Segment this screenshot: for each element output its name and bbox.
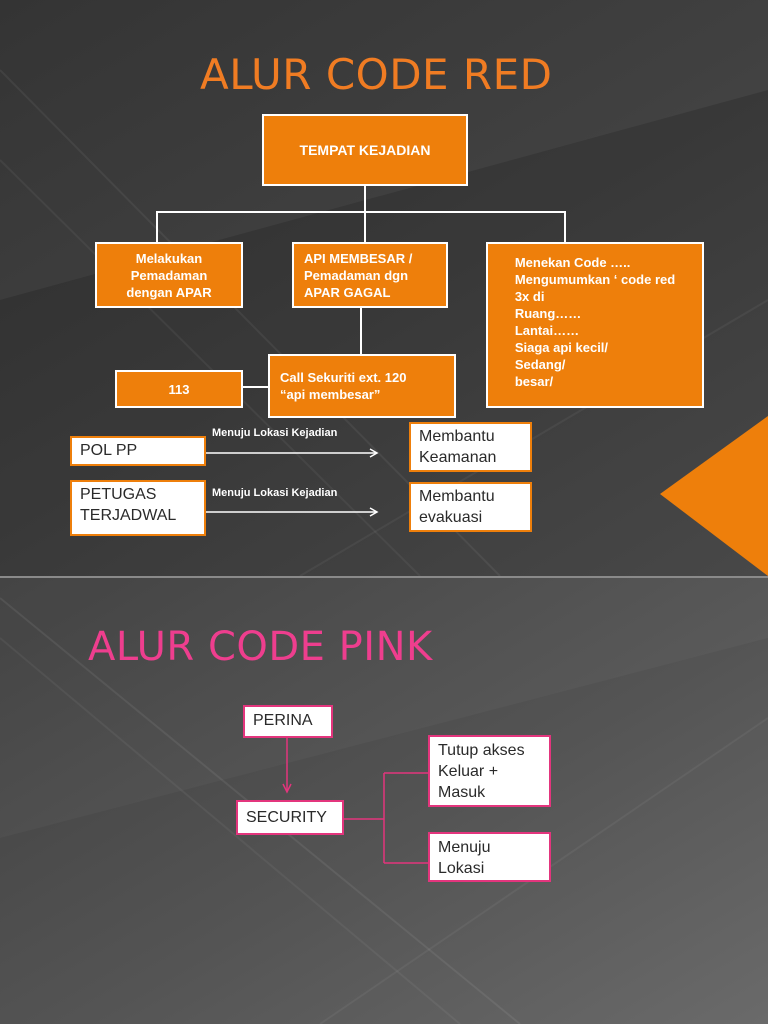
connector-line — [364, 211, 366, 242]
box-perina: PERINA — [243, 705, 333, 738]
box-menekan-code: Menekan Code ….. Mengumumkan ‘ code red … — [486, 242, 704, 408]
box-tutup-akses: Tutup akses Keluar + Masuk — [428, 735, 551, 807]
box-label: 113 — [168, 381, 190, 397]
connector-line — [156, 211, 158, 242]
connector-line — [364, 186, 366, 212]
slide-code-pink: ALUR CODE PINK PERINA SECURITY Tutup aks… — [0, 578, 768, 1024]
box-melakukan-pemadaman: Melakukan Pemadaman dengan APAR — [95, 242, 243, 308]
box-security: SECURITY — [236, 800, 344, 835]
connector-line — [564, 211, 566, 242]
box-api-membesar: API MEMBESAR / Pemadaman dgn APAR GAGAL — [292, 242, 448, 308]
box-label: Melakukan Pemadaman dengan APAR — [126, 250, 212, 300]
connector-line — [360, 308, 362, 354]
box-label: Call Sekuriti ext. 120 “api membesar” — [280, 370, 407, 402]
arrow-label: Menuju Lokasi Kejadian — [212, 487, 338, 499]
box-membantu-keamanan: Membantu Keamanan — [409, 422, 532, 472]
box-label: TEMPAT KEJADIAN — [299, 141, 431, 158]
connector-line — [156, 211, 566, 213]
box-pol-pp: POL PP — [70, 436, 206, 466]
box-tempat-kejadian: TEMPAT KEJADIAN — [262, 114, 468, 186]
slide-code-red: ALUR CODE RED TEMPAT KEJADIAN Melakukan … — [0, 0, 768, 576]
box-label: API MEMBESAR / Pemadaman dgn APAR GAGAL — [304, 251, 413, 300]
page-title: ALUR CODE RED — [200, 50, 553, 99]
arrow-label: Menuju Lokasi Kejadian — [212, 427, 338, 439]
box-menuju-lokasi: Menuju Lokasi — [428, 832, 551, 882]
box-ext-113: 113 — [115, 370, 243, 408]
box-petugas-terjadwal: PETUGAS TERJADWAL — [70, 480, 206, 536]
box-label: Menekan Code ….. Mengumumkan ‘ code red … — [514, 255, 676, 389]
page-title: ALUR CODE PINK — [88, 624, 433, 670]
orange-corner-triangle — [660, 416, 768, 576]
connector-line — [242, 386, 268, 388]
box-membantu-evakuasi: Membantu evakuasi — [409, 482, 532, 532]
box-call-sekuriti: Call Sekuriti ext. 120 “api membesar” — [268, 354, 456, 418]
